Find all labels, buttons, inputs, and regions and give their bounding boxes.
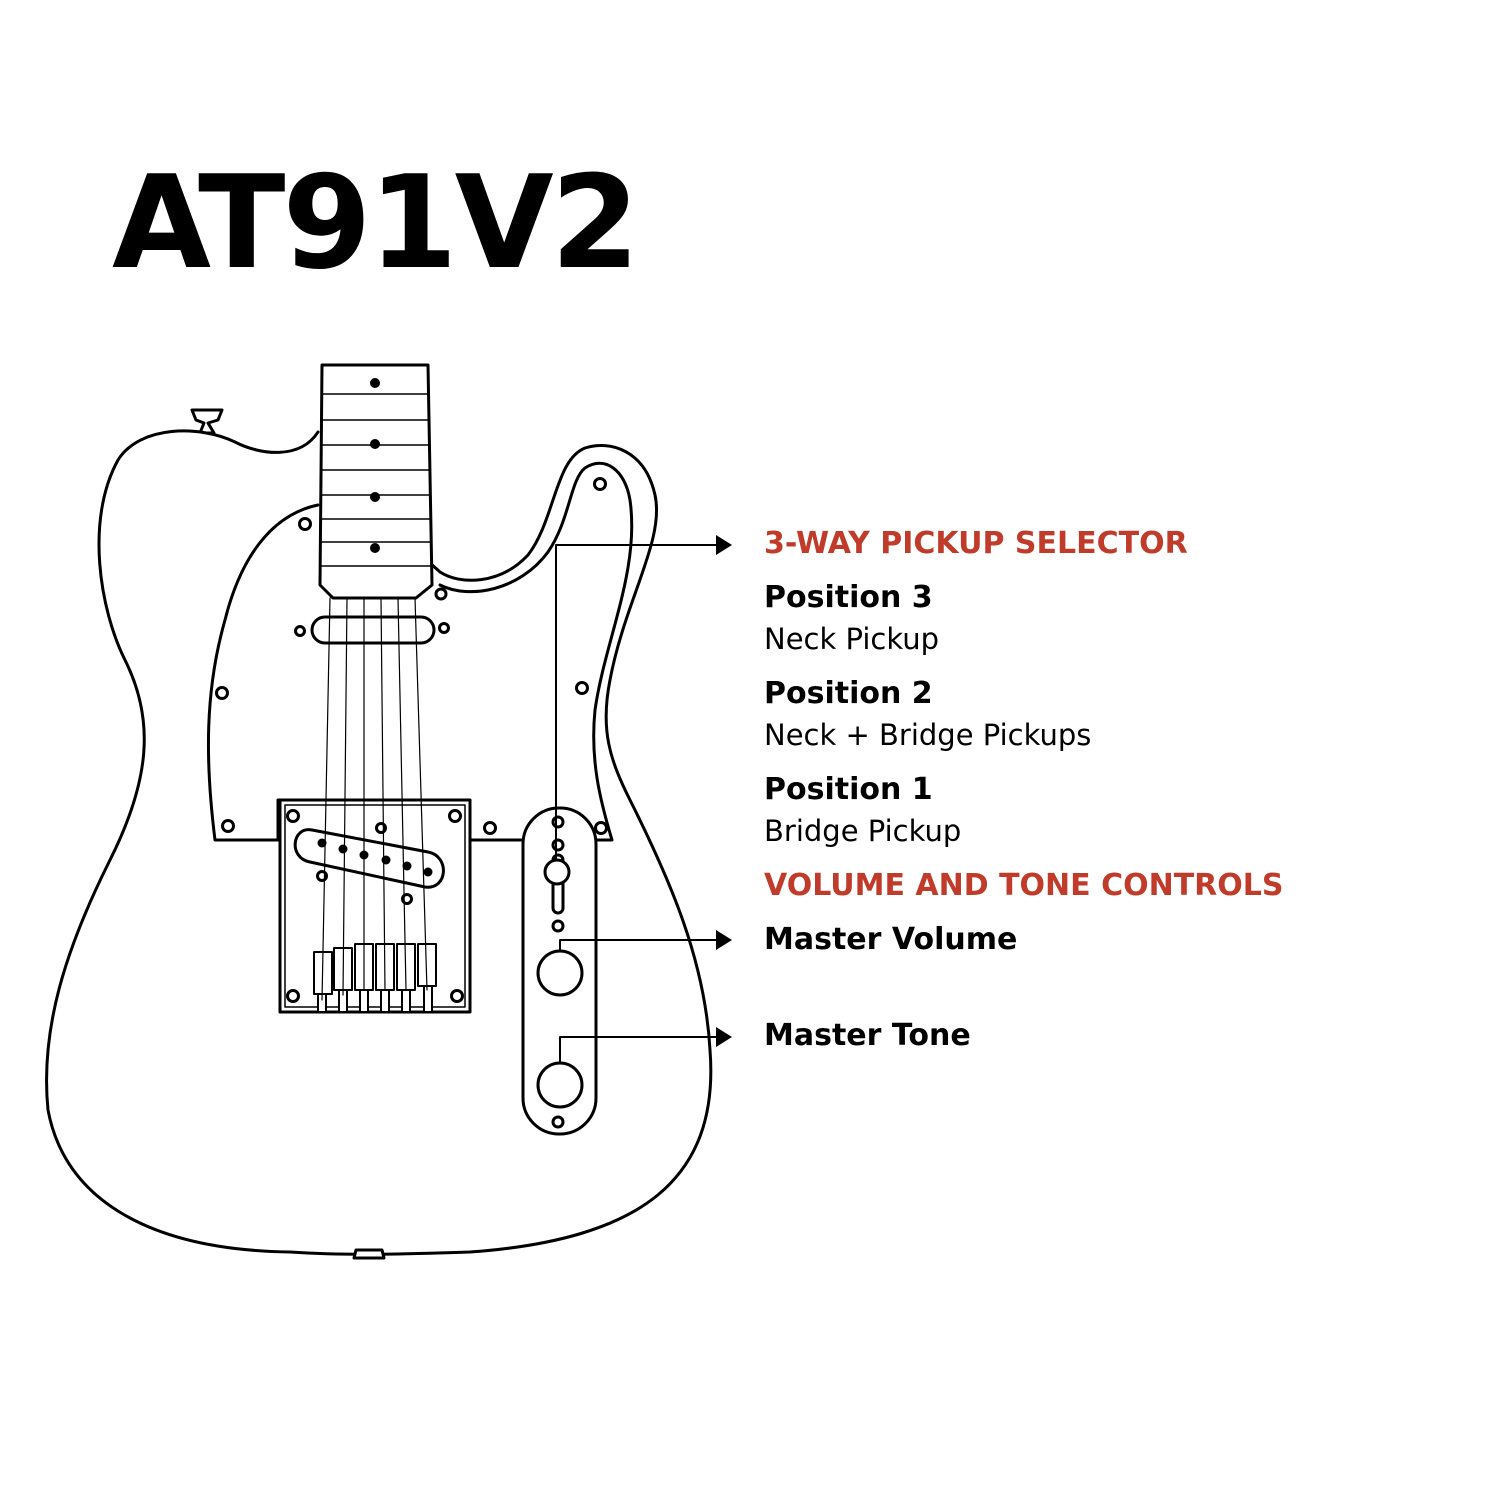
position-3-description: Neck Pickup [764,622,940,656]
selector-leader [555,544,717,861]
model-title: AT91V2 [112,149,640,298]
position-1-label: Position 1 [764,772,933,807]
bridge [278,798,472,1014]
position-1-description: Bridge Pickup [764,814,962,848]
neck-pickup [294,587,450,645]
pickguard [206,461,634,842]
position-2-label: Position 2 [764,676,933,711]
position-3-label: Position 3 [764,580,933,615]
volume-leader [559,939,717,952]
tone-leader [559,1036,717,1064]
fretboard [318,363,434,600]
control-plate [521,806,598,1136]
arrow-right-icon [716,1027,732,1047]
controls-heading: VOLUME AND TONE CONTROLS [764,868,1284,903]
selector-heading: 3-WAY PICKUP SELECTOR [764,526,1188,561]
pickguard-screws [215,477,608,835]
strap-button-bottom [352,1248,386,1260]
strings [321,597,428,1001]
fret-markers [370,378,380,553]
arrow-right-icon [716,535,732,555]
master-tone-label: Master Tone [764,1018,971,1053]
master-volume-label: Master Volume [764,922,1018,957]
position-2-description: Neck + Bridge Pickups [764,718,1092,752]
arrow-right-icon [716,930,732,950]
strap-button-top [190,408,224,435]
